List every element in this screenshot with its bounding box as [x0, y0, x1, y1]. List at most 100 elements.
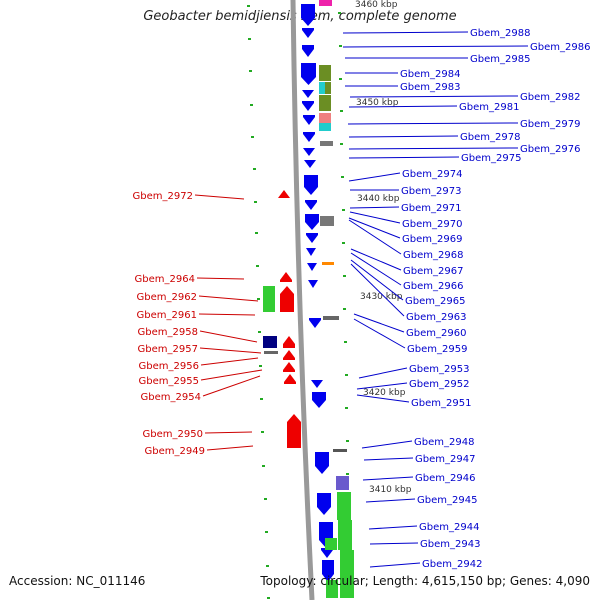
left-label-leader: [198, 295, 259, 302]
right-label-leader: [350, 252, 402, 286]
right-label-leader: [347, 122, 519, 125]
right-label-leader: [358, 367, 408, 379]
left-label-leader: [200, 357, 259, 366]
left-label-leader: [200, 369, 263, 381]
reverse-gene: [283, 362, 295, 372]
feature-block: [325, 82, 331, 94]
scale-label: 3460 kbp: [355, 0, 398, 10]
scale-tick: [254, 201, 257, 203]
forward-gene: [312, 392, 326, 408]
right-label-leader: [348, 147, 519, 150]
scale-tick: [259, 365, 262, 367]
feature-block: [325, 538, 337, 550]
reverse-gene: [280, 286, 294, 312]
scale-tick: [346, 473, 349, 475]
forward-gene: [302, 90, 314, 98]
forward-gene: [311, 380, 323, 388]
right-label-leader: [348, 105, 458, 108]
feature-block: [319, 95, 331, 111]
right-label-leader: [356, 382, 408, 390]
accession-text: Accession: NC_011146: [9, 574, 146, 588]
scale-tick: [251, 136, 254, 138]
right-label-leader: [369, 542, 419, 545]
genome-summary: Topology: circular; Length: 4,615,150 bp…: [260, 574, 590, 588]
genome-backbone: [290, 0, 315, 600]
feature-block: [263, 336, 277, 348]
right-label-leader: [362, 476, 414, 481]
forward-gene: [302, 28, 314, 38]
reverse-gene: [287, 414, 301, 448]
feature-block: [264, 351, 278, 354]
reverse-gene: [280, 272, 292, 282]
feature-block: [340, 550, 354, 598]
right-label-leader: [368, 525, 418, 530]
left-gene-label: Gbem_2954: [141, 392, 201, 403]
scale-tick: [256, 265, 259, 267]
feature-block: [319, 82, 325, 94]
scale-tick: [262, 465, 265, 467]
right-label-leader: [369, 562, 421, 568]
right-gene-label: Gbem_2943: [420, 539, 480, 550]
scale-label: 3440 kbp: [357, 194, 400, 204]
right-gene-label: Gbem_2976: [520, 144, 580, 155]
left-label-leader: [204, 431, 253, 434]
feature-block: [326, 580, 338, 598]
scale-label: 3420 kbp: [363, 388, 406, 398]
right-gene-label: Gbem_2971: [401, 203, 461, 214]
feature-block: [319, 113, 331, 123]
right-gene-label: Gbem_2968: [403, 250, 463, 261]
reverse-gene: [283, 350, 295, 360]
scale-tick: [267, 597, 270, 599]
right-gene-label: Gbem_2982: [520, 92, 580, 103]
forward-gene: [306, 233, 318, 243]
scale-label-bg: [353, 0, 401, 9]
right-gene-label: Gbem_2959: [407, 344, 467, 355]
right-label-leader: [348, 217, 401, 239]
right-gene-label: Gbem_2981: [459, 102, 519, 113]
scale-tick: [253, 168, 256, 170]
feature-block: [337, 492, 351, 520]
feature-block: [263, 286, 275, 312]
forward-gene: [317, 493, 331, 515]
forward-gene: [306, 248, 316, 256]
right-gene-label: Gbem_2965: [405, 296, 465, 307]
right-gene-label: Gbem_2985: [470, 54, 530, 65]
scale-tick: [255, 232, 258, 234]
scale-tick: [345, 407, 348, 409]
right-gene-label: Gbem_2974: [402, 169, 462, 180]
right-gene-label: Gbem_2979: [520, 119, 580, 130]
right-gene-label: Gbem_2988: [470, 28, 530, 39]
forward-gene: [303, 148, 315, 156]
left-gene-label: Gbem_2949: [145, 446, 205, 457]
scale-tick: [338, 12, 341, 14]
scale-tick: [249, 70, 252, 72]
scale-tick: [339, 78, 342, 80]
scale-tick: [343, 275, 346, 277]
scale-tick: [261, 431, 264, 433]
forward-gene: [304, 160, 316, 168]
right-gene-label: Gbem_2951: [411, 398, 471, 409]
scale-tick: [266, 565, 269, 567]
right-label-leader: [349, 211, 401, 224]
scale-label-bg: [361, 386, 409, 397]
forward-gene: [309, 318, 321, 328]
scale-tick: [342, 209, 345, 211]
scale-tick: [258, 331, 261, 333]
left-gene-label: Gbem_2950: [143, 429, 203, 440]
scale-label-bg: [355, 192, 403, 203]
right-label-leader: [350, 259, 404, 301]
scale-tick: [343, 308, 346, 310]
scale-tick: [340, 143, 343, 145]
feature-block: [323, 316, 339, 320]
forward-gene: [303, 132, 315, 142]
scale-tick: [250, 104, 253, 106]
feature-block: [322, 262, 334, 265]
scale-tick: [344, 341, 347, 343]
right-gene-label: Gbem_2952: [409, 379, 469, 390]
reverse-gene: [278, 190, 290, 198]
right-gene-label: Gbem_2963: [406, 312, 466, 323]
forward-gene: [303, 115, 315, 125]
right-label-leader: [353, 318, 406, 349]
left-label-leader: [199, 330, 258, 343]
right-label-leader: [353, 313, 405, 333]
